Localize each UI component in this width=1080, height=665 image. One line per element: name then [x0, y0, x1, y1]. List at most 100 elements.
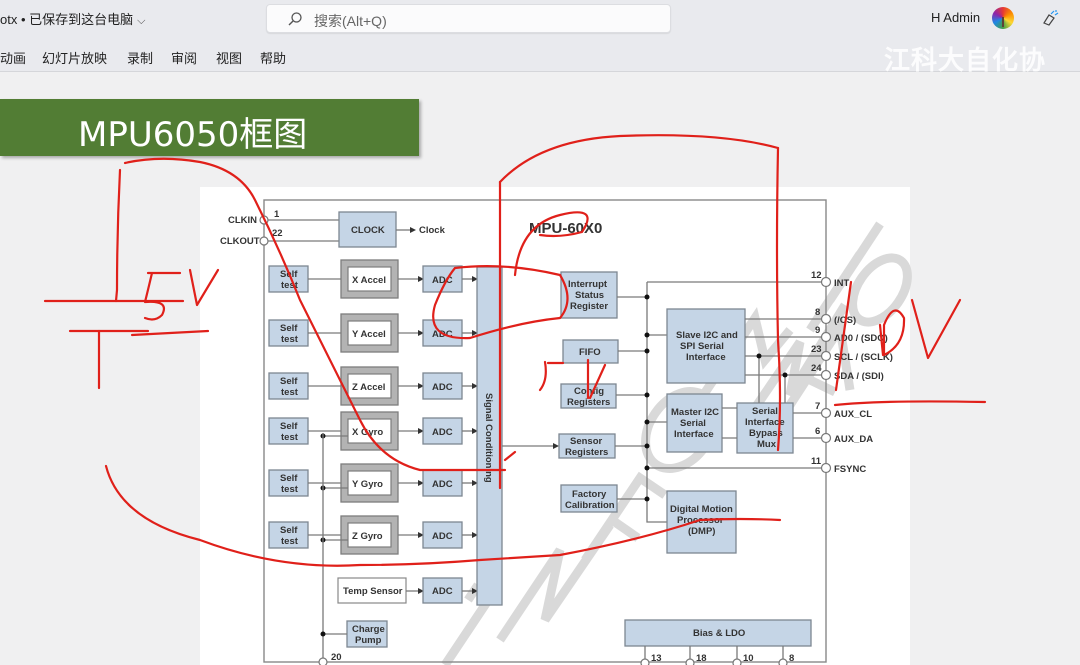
master-label-1: Master I2C [671, 407, 719, 418]
mux-label-2: Interface [745, 417, 785, 428]
clock-block [338, 211, 397, 248]
isr-label-1: Interrupt [568, 279, 608, 290]
clkout-pin-number: 22 [272, 228, 283, 239]
fifo-label: FIFO [579, 347, 601, 358]
pin-number: 6 [815, 426, 820, 437]
tab-help[interactable]: 帮助 [260, 51, 287, 66]
pin-number: 12 [811, 270, 822, 281]
self-test-block [268, 469, 309, 497]
pin-number: 11 [811, 456, 822, 467]
sensor-block [347, 418, 392, 444]
search-input[interactable]: 搜索(Alt+Q) [266, 4, 671, 33]
dmp-block [666, 490, 737, 554]
bypass-mux-block [736, 402, 794, 454]
ink-vertical-wire-2 [775, 146, 782, 452]
mux-label-3: Bypass [749, 428, 783, 439]
temp-sensor-label: Temp Sensor [343, 586, 403, 597]
mux-label-4: Mux [757, 439, 777, 450]
adc-label: ADC [432, 427, 453, 438]
pin-number: 8 [789, 653, 794, 664]
dmp-label-3: (DMP) [688, 526, 715, 537]
adc-block-temp [422, 577, 463, 604]
signal-conditioning-label: Signal Conditioning [483, 393, 494, 483]
self-test-label: Self [280, 525, 298, 536]
slide-title-banner: MPU6050框图 [0, 99, 419, 156]
pin-number: 23 [811, 344, 822, 355]
ribbon-tabs: 动画 幻灯片放映 录制 审阅 视图 帮助 [0, 36, 1080, 72]
self-test-label: test [281, 334, 299, 345]
tab-record[interactable]: 录制 [127, 51, 154, 66]
slave-label-1: Slave I2C and [676, 330, 738, 341]
factory-label-1: Factory [572, 489, 607, 500]
self-test-label: test [281, 536, 299, 547]
clkin-label: CLKIN [228, 215, 257, 226]
pin-name: SDA / (SDI) [834, 371, 884, 382]
user-name[interactable]: H Admin [931, 10, 981, 25]
self-test-block [268, 372, 309, 400]
ink-loop-chip-name [513, 211, 589, 277]
charge-pump-block [346, 620, 388, 648]
pin-name: AD0 / (SDO) [834, 333, 888, 344]
file-save-status[interactable]: otx • 已保存到这台电脑⌵ [0, 9, 145, 28]
bottom-pin: 10 [732, 646, 754, 665]
charge-pump-pin [318, 657, 328, 665]
sensor-label: Y Accel [352, 329, 386, 340]
master-interface-block [666, 393, 723, 453]
self-test-label: test [281, 387, 299, 398]
charge-pump-label-1: Charge [352, 624, 385, 635]
tab-slideshow[interactable]: 幻灯片放映 [42, 51, 108, 66]
slide-canvas[interactable]: MPU6050框图 MPU-60X0 CLKIN CLKOUT 1 22 CLO… [0, 72, 1080, 665]
factory-label-2: Calibration [565, 500, 615, 511]
pin-number: 10 [743, 653, 754, 664]
slave-interface-block [666, 308, 746, 384]
master-label-3: Interface [674, 429, 714, 440]
bias-ldo-block [624, 619, 812, 647]
avatar[interactable] [992, 7, 1014, 29]
tab-review[interactable]: 审阅 [171, 51, 198, 66]
adc-block [422, 417, 463, 445]
search-icon [288, 12, 302, 26]
file-status-text: otx • 已保存到这台电脑 [0, 12, 134, 27]
pin-number: 18 [696, 653, 707, 664]
sensor-label: Z Accel [352, 382, 385, 393]
adc-label: ADC [432, 382, 453, 393]
master-label-2: Serial [680, 418, 706, 429]
ink-int-wire [834, 280, 853, 392]
adc-label-temp: ADC [432, 586, 453, 597]
chevron-down-icon[interactable]: ⌵ [137, 15, 146, 27]
clkout-label: CLKOUT [220, 236, 260, 247]
pin-number: 9 [815, 325, 820, 336]
self-test-label: Self [280, 421, 298, 432]
charge-pump-label-2: Pump [355, 635, 382, 646]
isr-label-2: Status [575, 290, 604, 301]
sensor-block [347, 320, 392, 346]
pin-name: INT [834, 278, 850, 289]
ink-right-underline [833, 400, 987, 407]
tab-animations[interactable]: 动画 [0, 51, 27, 66]
factory-calibration-block [560, 484, 618, 513]
self-test-label: test [281, 432, 299, 443]
mux-label-1: Serial [752, 406, 778, 417]
adc-label: ADC [432, 479, 453, 490]
pin-name: AUX_CL [834, 409, 872, 420]
self-test-label: test [281, 484, 299, 495]
clkout-pin [259, 236, 269, 246]
chip-outline [263, 199, 827, 663]
designer-pen-icon[interactable] [1040, 8, 1060, 28]
ink-top-arc [498, 134, 780, 184]
bottom-pin: 13 [640, 646, 662, 665]
bottom-pin: 18 [685, 646, 707, 665]
ink-wire-top-left [114, 168, 122, 303]
ink-vcc-wire [123, 157, 507, 472]
pin-number: 24 [811, 363, 822, 374]
self-test-label: Self [280, 323, 298, 334]
tab-view[interactable]: 视图 [216, 51, 243, 66]
clock-output-label: Clock [419, 225, 446, 236]
slave-label-3: Interface [686, 352, 726, 363]
